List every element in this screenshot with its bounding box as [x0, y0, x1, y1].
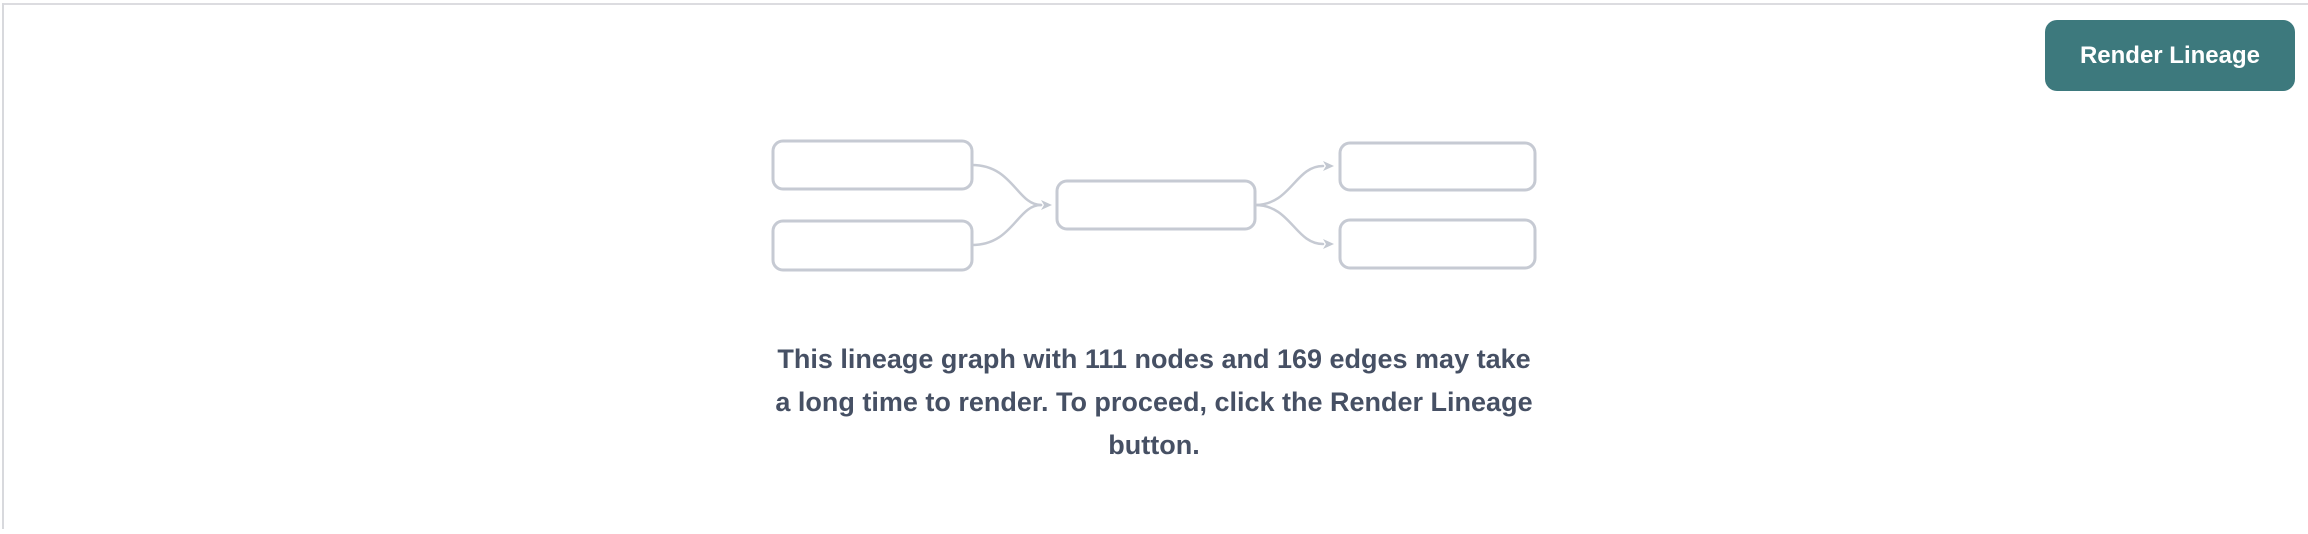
- message-line-3: button.: [1108, 430, 1200, 460]
- panel-border-left: [2, 3, 4, 529]
- lineage-preview: This lineage graph with 111 nodes and 16…: [771, 139, 1537, 467]
- placeholder-edge: [970, 163, 1052, 210]
- lineage-placeholder-diagram-icon: [771, 139, 1537, 272]
- placeholder-node: [1338, 141, 1537, 192]
- placeholder-edge: [1253, 161, 1334, 207]
- placeholder-edge: [970, 203, 1043, 247]
- panel-border-top: [2, 3, 2308, 5]
- placeholder-edge: [1253, 203, 1334, 249]
- message-line-2: a long time to render. To proceed, click…: [775, 387, 1533, 417]
- placeholder-nodes: [771, 139, 1537, 272]
- placeholder-node: [1338, 218, 1537, 270]
- message-line-1: This lineage graph with 111 nodes and 16…: [777, 344, 1531, 374]
- render-warning-message: This lineage graph with 111 nodes and 16…: [775, 338, 1532, 467]
- placeholder-edges: [970, 161, 1334, 249]
- placeholder-node: [1055, 179, 1257, 231]
- placeholder-node: [771, 219, 974, 272]
- render-lineage-button[interactable]: Render Lineage: [2044, 20, 2295, 91]
- placeholder-node: [771, 139, 974, 191]
